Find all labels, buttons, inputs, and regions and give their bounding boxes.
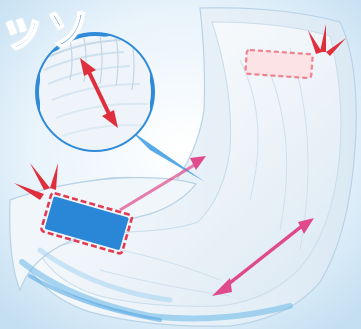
elastic-zone-outline <box>245 50 313 79</box>
headline-fragment: ッソ <box>0 0 92 58</box>
